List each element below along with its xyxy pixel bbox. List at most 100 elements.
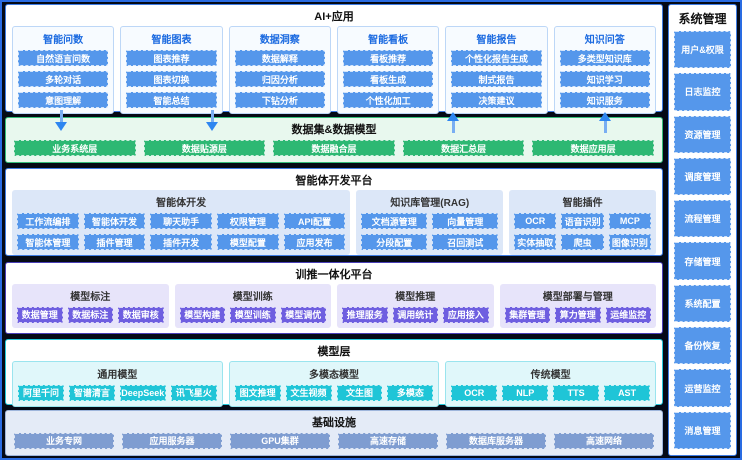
- chip[interactable]: AST: [604, 384, 651, 401]
- chip[interactable]: MCP: [608, 213, 651, 230]
- chip[interactable]: 决策建议: [451, 92, 542, 108]
- chip[interactable]: TTS: [553, 384, 600, 401]
- chip[interactable]: 召回测试: [432, 234, 499, 251]
- data-layer-list: 业务系统层数据贴源层数据融合层数据汇总层数据应用层: [6, 139, 662, 163]
- group-title: 模型推理: [395, 291, 436, 303]
- group-card: 智能问数自然语言问数多轮对话意图理解: [12, 26, 115, 114]
- chip[interactable]: 阿里千问: [18, 384, 64, 401]
- chip[interactable]: 数据管理: [17, 306, 63, 323]
- chip[interactable]: 下钻分析: [234, 92, 325, 108]
- chip[interactable]: 应用接入: [443, 306, 489, 323]
- chip[interactable]: 文档源管理: [361, 213, 428, 230]
- chip[interactable]: 推理服务: [342, 306, 388, 323]
- group-title: 模型部署与管理: [542, 291, 613, 303]
- chip[interactable]: 业务系统层: [14, 140, 136, 157]
- chip[interactable]: 应用服务器: [122, 432, 222, 449]
- chip-list: 多类型知识库知识学习知识服务: [559, 50, 650, 108]
- chip[interactable]: 消息管理: [674, 411, 731, 449]
- chip[interactable]: 流程管理: [674, 200, 731, 238]
- chip[interactable]: 存储管理: [674, 242, 731, 280]
- chip[interactable]: 系统配置: [674, 284, 731, 323]
- chip[interactable]: 插件开发: [150, 234, 213, 251]
- chip[interactable]: API配置: [283, 213, 346, 230]
- chip[interactable]: 看板推荐: [342, 50, 434, 66]
- chip[interactable]: 图像识别: [608, 234, 651, 251]
- chip[interactable]: 模型调优: [280, 306, 326, 323]
- chip[interactable]: 爬虫: [561, 234, 604, 251]
- section-data-model: 数据集&数据模型 业务系统层数据贴源层数据融合层数据汇总层数据应用层: [5, 117, 663, 164]
- chip[interactable]: 多轮对话: [18, 71, 109, 87]
- chip[interactable]: 调用统计: [392, 306, 438, 323]
- chip[interactable]: 高速存储: [338, 432, 438, 449]
- chip[interactable]: 知识服务: [559, 92, 650, 108]
- chip[interactable]: 智谱清言: [68, 384, 115, 401]
- chip[interactable]: 日志监控: [674, 73, 731, 111]
- chip[interactable]: 讯飞星火: [170, 384, 217, 401]
- chip[interactable]: 应用发布: [283, 234, 346, 251]
- chip[interactable]: OCR: [514, 213, 557, 230]
- chip[interactable]: 用户&权限: [674, 31, 731, 69]
- chip[interactable]: 数据融合层: [273, 140, 395, 157]
- chip[interactable]: 数据应用层: [532, 140, 654, 157]
- chip[interactable]: 运营监控: [674, 369, 731, 407]
- chip[interactable]: 数据贴源层: [143, 140, 266, 157]
- chip[interactable]: 工作流编排: [17, 213, 79, 230]
- chip[interactable]: 图表切换: [126, 71, 217, 87]
- chip[interactable]: 数据标注: [67, 306, 113, 323]
- group-card: 智能图表图表推荐图表切换智能总结: [120, 26, 223, 114]
- chip[interactable]: 权限管理: [217, 213, 279, 230]
- chip[interactable]: 意图理解: [18, 92, 109, 108]
- group-title: 数据洞察: [259, 35, 300, 46]
- chip[interactable]: 模型构建: [179, 306, 225, 323]
- chip[interactable]: 智能总结: [126, 92, 217, 108]
- chip[interactable]: 高速网络: [554, 432, 654, 449]
- chip[interactable]: 数据库服务器: [446, 432, 546, 449]
- chip[interactable]: 聊天助手: [150, 213, 213, 230]
- chip[interactable]: 模型配置: [217, 234, 279, 251]
- chip[interactable]: 文生图: [336, 384, 383, 401]
- chip[interactable]: 插件管理: [83, 234, 146, 251]
- group-title: 智能问数: [43, 35, 84, 46]
- chip[interactable]: 归因分析: [234, 71, 325, 87]
- chip[interactable]: 数据审核: [118, 306, 164, 323]
- chip[interactable]: 分段配置: [361, 234, 428, 251]
- chip[interactable]: 自然语言问数: [18, 50, 109, 66]
- chip[interactable]: 算力管理: [555, 306, 601, 323]
- chip[interactable]: OCR: [451, 384, 498, 401]
- chip[interactable]: 制式报告: [451, 71, 542, 87]
- sidebar-title: 系统管理: [678, 12, 727, 26]
- chip[interactable]: 数据解释: [234, 50, 325, 66]
- group-title: 多模态模型: [309, 369, 359, 381]
- chip[interactable]: 智能体开发: [83, 213, 146, 230]
- chip[interactable]: 多类型知识库: [559, 50, 650, 66]
- chip[interactable]: 运维监控: [605, 306, 651, 323]
- chip[interactable]: 数据汇总层: [402, 140, 525, 157]
- chip[interactable]: 文生视频: [285, 384, 332, 401]
- chip[interactable]: 集群管理: [504, 306, 550, 323]
- chip[interactable]: 资源管理: [674, 115, 731, 153]
- chip[interactable]: 知识学习: [559, 71, 650, 87]
- chip[interactable]: DeepSeek: [119, 384, 166, 401]
- chip[interactable]: 语音识别: [561, 213, 604, 230]
- chip[interactable]: 智能体管理: [17, 234, 79, 251]
- chip[interactable]: 模型训练: [230, 306, 276, 323]
- chip[interactable]: 向量管理: [432, 213, 499, 230]
- chip[interactable]: 看板生成: [342, 71, 434, 87]
- chip[interactable]: 调度管理: [674, 157, 731, 196]
- chip[interactable]: NLP: [502, 384, 549, 401]
- chip[interactable]: 个性化加工: [342, 92, 434, 108]
- chip[interactable]: GPU集群: [230, 432, 330, 449]
- group-title: 通用模型: [97, 369, 138, 381]
- chip[interactable]: 实体抽取: [514, 234, 557, 251]
- chip[interactable]: 图表推荐: [126, 50, 217, 66]
- chip[interactable]: 业务专网: [14, 432, 114, 449]
- chip[interactable]: 个性化报告生成: [451, 50, 542, 66]
- chip[interactable]: 多模态: [387, 384, 434, 401]
- chip[interactable]: 图文推理: [234, 384, 281, 401]
- chip[interactable]: 备份恢复: [674, 327, 731, 365]
